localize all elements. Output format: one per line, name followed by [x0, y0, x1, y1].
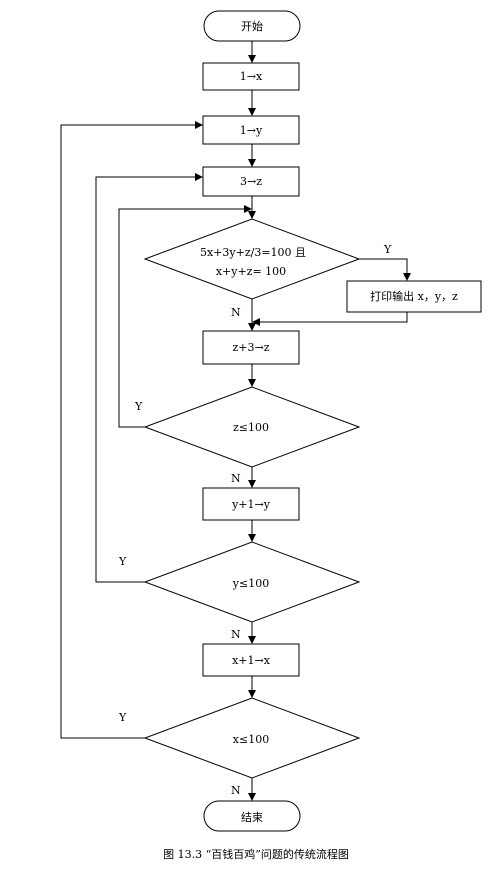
label-cond-x-yes: Y [118, 711, 127, 724]
init-y-box: 1→y [202, 115, 300, 145]
cond-z-diamond: z≤100 [143, 386, 361, 468]
label-cond-y-no: N [231, 628, 241, 641]
init-z-label: 3→z [240, 175, 262, 188]
connectors [60, 41, 411, 801]
arrow-loop-x [60, 121, 203, 739]
print-box: 打印输出 x，y，z [346, 280, 482, 313]
end-label: 结束 [241, 811, 263, 824]
condition-line1: 5x+3y+z/3=100 且 [200, 246, 306, 259]
cond-z-label: z≤100 [233, 421, 269, 434]
inc-z-box: z+3→z [202, 330, 300, 365]
label-cond-z-yes: Y [134, 400, 143, 413]
inc-y-box: y+1→y [202, 487, 300, 521]
main-condition-diamond: 5x+3y+z/3=100 且 x+y+z= 100 [143, 218, 361, 300]
arrow-condition-yes-to-print [359, 258, 411, 281]
cond-y-label: y≤100 [232, 577, 269, 590]
inc-x-box: x+1→x [202, 643, 300, 677]
label-condition-no: N [231, 306, 241, 319]
arrow-loop-y [95, 173, 203, 583]
init-x-label: 1→x [240, 70, 263, 83]
arrow-print-return [252, 312, 408, 326]
end-terminal: 结束 [203, 800, 301, 832]
init-z-box: 3→z [202, 166, 300, 197]
print-label: 打印输出 x，y，z [370, 289, 458, 303]
inc-z-label: z+3→z [232, 341, 269, 354]
label-condition-yes: Y [383, 243, 392, 256]
label-cond-y-yes: Y [118, 555, 127, 568]
inc-x-label: x+1→x [232, 654, 271, 667]
condition-line2: x+y+z= 100 [216, 265, 286, 278]
init-x-box: 1→x [202, 62, 300, 91]
cond-x-label: x≤100 [233, 733, 269, 746]
cond-y-diamond: y≤100 [143, 541, 361, 623]
figure-caption: 图 13.3 “百钱百鸡”问题的传统流程图 [163, 847, 349, 861]
label-cond-x-no: N [231, 784, 241, 797]
init-y-label: 1→y [240, 124, 263, 137]
start-terminal: 开始 [203, 10, 301, 42]
start-label: 开始 [241, 19, 263, 33]
inc-y-label: y+1→y [231, 498, 271, 511]
cond-x-diamond: x≤100 [143, 697, 361, 779]
arrow-loop-z [118, 205, 252, 428]
label-cond-z-no: N [231, 472, 241, 485]
